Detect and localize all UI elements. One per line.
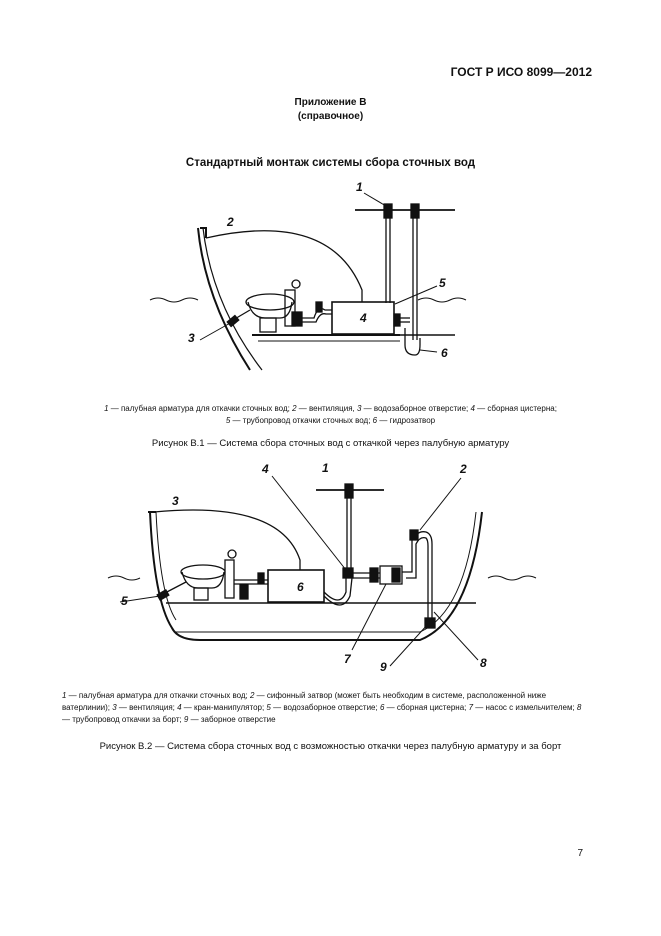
fig2-label-2: 2 bbox=[460, 462, 467, 476]
legend-text: — вентиляция, bbox=[296, 404, 357, 413]
legend-num: 6 bbox=[372, 416, 378, 425]
legend-num: 1 bbox=[62, 691, 67, 700]
figure-1-caption: Рисунок В.1 — Система сбора сточных вод … bbox=[151, 438, 510, 449]
legend-num: 4 bbox=[177, 703, 182, 712]
legend-num: 2 bbox=[250, 691, 255, 700]
fig1-label-2: 2 bbox=[227, 215, 234, 229]
appendix-heading: Приложение В (справочное) bbox=[0, 96, 661, 124]
fig2-label-3: 3 bbox=[172, 494, 179, 508]
legend-text: — кран-манипулятор; bbox=[181, 703, 267, 712]
fig2-label-4: 4 bbox=[262, 462, 269, 476]
legend-num: 2 bbox=[292, 404, 297, 413]
legend-num: 3 bbox=[112, 703, 117, 712]
legend-num: 6 bbox=[379, 703, 385, 712]
legend-text: — трубопровод откачки сточных вод; bbox=[230, 416, 373, 425]
fig1-label-4: 4 bbox=[360, 311, 367, 325]
fig1-label-5: 5 bbox=[439, 276, 446, 290]
fig2-label-7: 7 bbox=[344, 652, 351, 666]
legend-text: — водозаборное отверстие; bbox=[270, 703, 380, 712]
legend-text: — сборная цистерна; bbox=[384, 703, 469, 712]
legend-text: — сборная цистерна; bbox=[474, 404, 557, 413]
legend-num: 3 bbox=[356, 404, 362, 413]
legend-text: — сифонный затвор (может быть необходим … bbox=[62, 691, 547, 712]
legend-text: — насос с измельчителем; bbox=[473, 703, 577, 712]
legend-text: — палубная арматура для откачки сточных … bbox=[108, 404, 293, 413]
legend-num: 9 bbox=[183, 715, 189, 724]
fig1-label-3: 3 bbox=[188, 331, 195, 345]
appendix-subtitle: (справочное) bbox=[297, 111, 364, 122]
figure-2-legend: 1 — палубная арматура для откачки сточны… bbox=[62, 690, 582, 726]
figure-1-legend-line-1: 1 — палубная арматура для откачки сточны… bbox=[0, 403, 661, 415]
legend-text: — трубопровод откачки за борт; bbox=[62, 715, 184, 724]
fig2-label-6: 6 bbox=[297, 580, 304, 594]
legend-num: 7 bbox=[468, 703, 474, 712]
legend-text: — заборное отверстие bbox=[188, 715, 276, 724]
fig1-label-1: 1 bbox=[356, 180, 363, 194]
figure-2-caption: Рисунок В.2 — Система сбора сточных вод … bbox=[99, 741, 562, 752]
appendix-title: Приложение В bbox=[294, 97, 367, 108]
legend-num: 5 bbox=[266, 703, 271, 712]
legend-num: 8 bbox=[576, 703, 582, 712]
legend-num: 4 bbox=[470, 404, 475, 413]
fig2-label-5: 5 bbox=[121, 594, 128, 608]
standard-header: ГОСТ Р ИСО 8099—2012 bbox=[450, 65, 592, 79]
section-title: Стандартный монтаж системы сбора сточных… bbox=[185, 157, 476, 169]
legend-text: — палубная арматура для откачки сточных … bbox=[66, 691, 250, 700]
fig2-label-9: 9 bbox=[380, 660, 387, 674]
legend-num: 1 bbox=[104, 404, 109, 413]
fig1-label-6: 6 bbox=[441, 346, 448, 360]
figure-1-legend-line-2: 5 — трубопровод откачки сточных вод; 6 —… bbox=[0, 415, 661, 427]
legend-text: — водозаборное отверстие; bbox=[361, 404, 471, 413]
page-number: 7 bbox=[577, 848, 583, 859]
legend-text: — вентиляция; bbox=[116, 703, 178, 712]
legend-num: 5 bbox=[225, 416, 231, 425]
fig2-label-1: 1 bbox=[322, 461, 329, 475]
fig2-label-8: 8 bbox=[480, 656, 487, 670]
legend-text: — гидрозатвор bbox=[377, 416, 436, 425]
